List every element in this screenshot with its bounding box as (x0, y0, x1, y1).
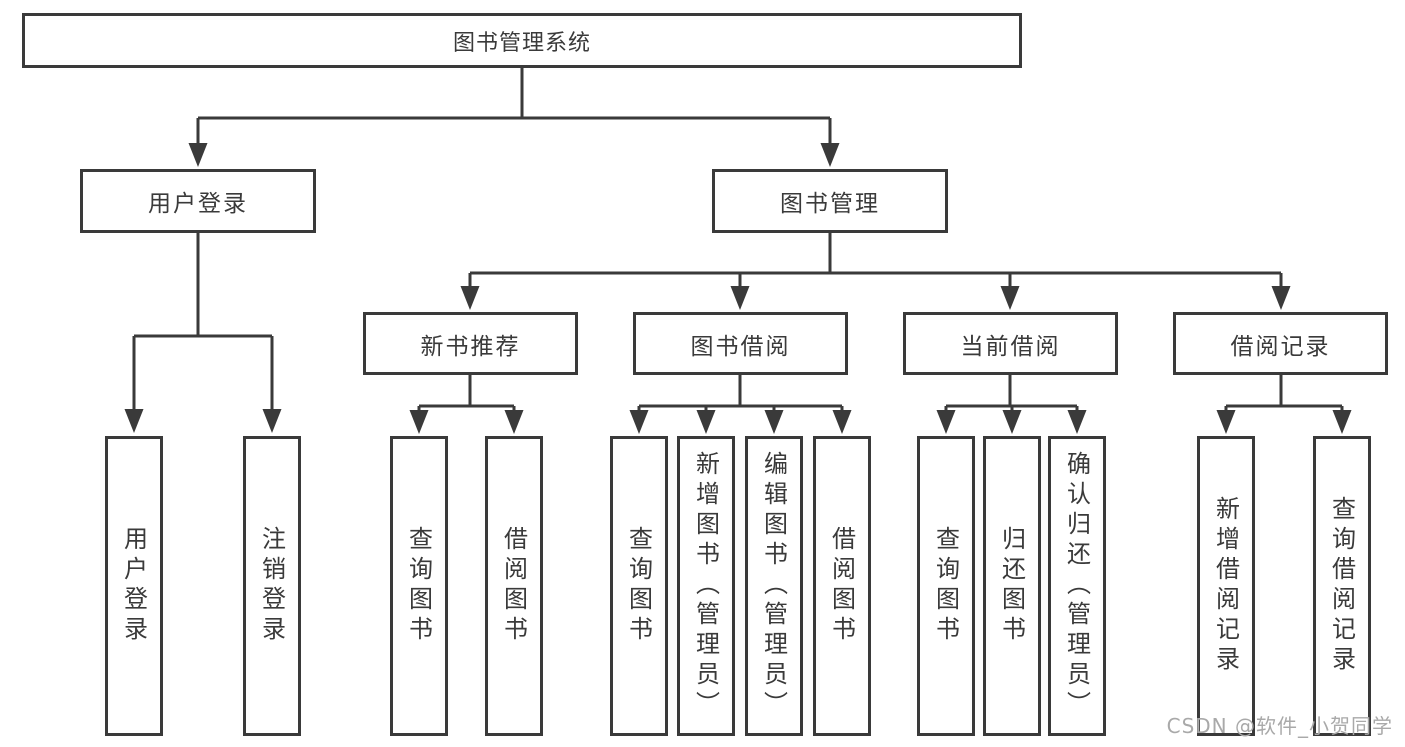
leaf-query-books-recommend: 查询图书 (390, 436, 448, 736)
node-book-management: 图书管理 (712, 169, 948, 233)
leaf-edit-book-admin: 编辑图书（管理员） (745, 436, 803, 736)
leaf-query-books-borrowing: 查询图书 (610, 436, 668, 736)
leaf-add-book-admin: 新增图书（管理员） (677, 436, 735, 736)
leaf-confirm-return-admin: 确认归还（管理员） (1048, 436, 1106, 736)
leaf-query-books-current: 查询图书 (917, 436, 975, 736)
leaf-logout: 注销登录 (243, 436, 301, 736)
node-new-book-recommendation: 新书推荐 (363, 312, 578, 375)
node-book-borrowing: 图书借阅 (633, 312, 848, 375)
leaf-borrow-books-recommend: 借阅图书 (485, 436, 543, 736)
leaf-query-borrow-record: 查询借阅记录 (1313, 436, 1371, 736)
leaf-borrow-books-borrowing: 借阅图书 (813, 436, 871, 736)
leaf-add-borrow-record: 新增借阅记录 (1197, 436, 1255, 736)
leaf-user-login: 用户登录 (105, 436, 163, 736)
node-current-borrowing: 当前借阅 (903, 312, 1118, 375)
csdn-watermark: CSDN @软件_小贺同学 (1166, 714, 1393, 738)
node-library-management-system: 图书管理系统 (22, 13, 1022, 68)
node-user-login: 用户登录 (80, 169, 316, 233)
node-borrowing-records: 借阅记录 (1173, 312, 1388, 375)
leaf-return-book: 归还图书 (983, 436, 1041, 736)
